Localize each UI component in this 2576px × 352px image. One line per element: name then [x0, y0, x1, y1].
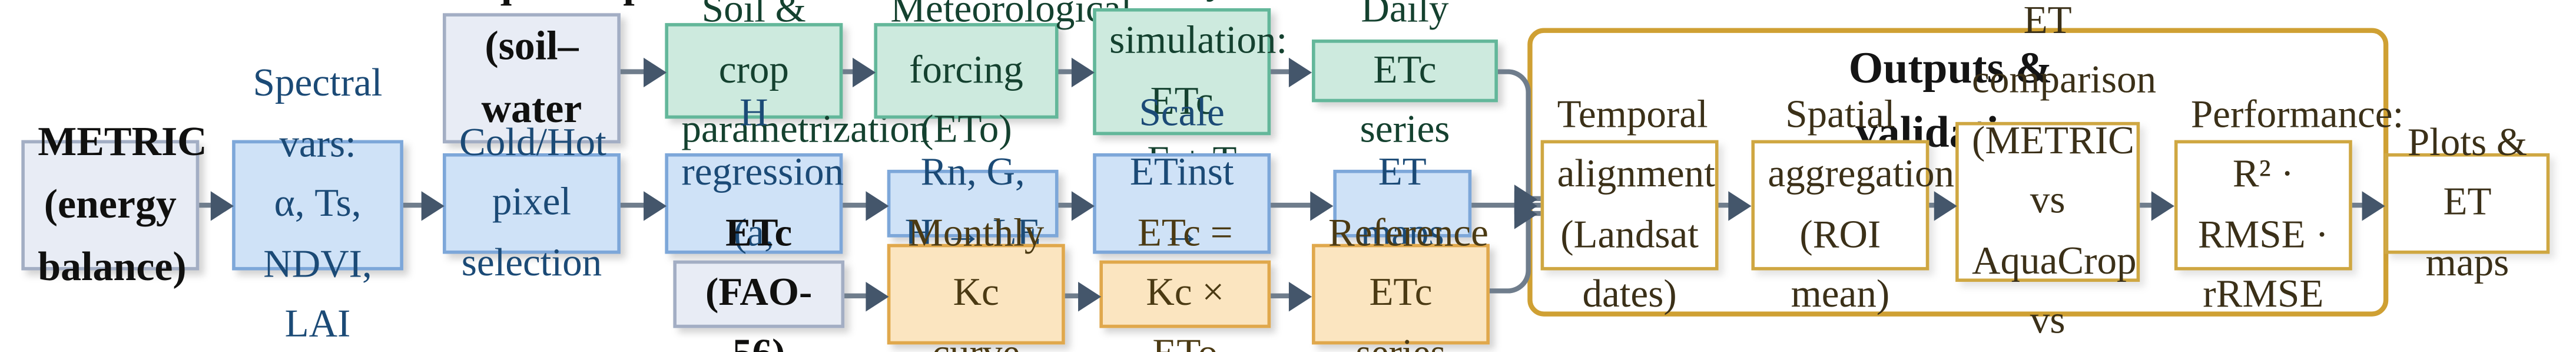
arrowhead — [1078, 282, 1102, 312]
arrowhead — [866, 282, 889, 312]
node-label: ETc (FAO-56) — [705, 212, 813, 352]
arrowhead — [2362, 191, 2385, 221]
node-daily-etc-series[interactable]: Daily ETc series — [1312, 0, 1498, 152]
arrowhead — [1934, 191, 1957, 221]
node-label: ETc = Kc × ETo — [1137, 212, 1233, 352]
arrowhead — [1310, 191, 1334, 221]
arrowhead — [644, 191, 667, 221]
arrow-etmaps-to-outputs — [1471, 202, 1541, 208]
arrow-meteo-to-dailysim — [1058, 69, 1082, 74]
arrowhead — [1071, 191, 1095, 221]
arrowhead — [1728, 191, 1752, 221]
node-fao-model[interactable]: ETc (FAO-56) — [673, 212, 845, 352]
arrow-etcomparison-to-performance — [2140, 202, 2160, 208]
arrow-hregression-to-rnghle — [843, 202, 876, 208]
arrow-dailysim-to-dailyetc — [1271, 69, 1301, 74]
arrow-aquacrop-to-soilcrop — [620, 69, 652, 74]
arrow-fao-to-monthlykc — [844, 293, 876, 298]
arrow-coldhot-to-hregression — [620, 202, 652, 208]
node-rn-g-h-le[interactable]: Rn, G, H → LE — [887, 152, 1059, 255]
arrowhead — [866, 191, 889, 221]
arrowhead — [1071, 57, 1095, 88]
node-label: Spectral vars:α, Ts, NDVI,LAI — [253, 63, 383, 347]
arrowhead — [644, 57, 667, 88]
arrowhead — [421, 191, 445, 221]
node-monthly-kc-curve[interactable]: Monthly Kccurve — [887, 212, 1065, 352]
elbow-dailyetc-down — [1497, 69, 1531, 200]
arrow-temporal-to-spatial — [1718, 202, 1737, 208]
arrowhead — [1288, 57, 1312, 88]
arrow-rnghle-to-scaleetinst — [1058, 202, 1082, 208]
node-label: Monthly Kccurve — [908, 212, 1045, 352]
node-label: Daily ETc series — [1360, 0, 1450, 152]
arrowhead — [1514, 199, 1538, 229]
node-performance-metrics[interactable]: Performance:R² · RMSE ·rRMSE — [2174, 93, 2403, 317]
arrow-etckceto-to-referenceetc — [1271, 293, 1301, 298]
node-daily-simulation-etc[interactable]: Dailysimulation: ETc= E + Tr — [1093, 0, 1287, 183]
arrowhead — [210, 191, 234, 221]
elbow-referenceetc-up — [1489, 210, 1531, 294]
arrow-monthlykc-to-etckceto — [1065, 293, 1088, 298]
node-etc-kc-eto[interactable]: ETc = Kc × ETo — [1099, 212, 1271, 352]
arrow-spectral-to-coldhot — [403, 202, 432, 208]
arrowhead — [853, 57, 876, 88]
node-spectral-vars[interactable]: Spectral vars:α, Ts, NDVI,LAI — [232, 63, 403, 347]
arrowhead — [1288, 282, 1312, 312]
arrow-scaleetinst-to-etmaps — [1271, 202, 1322, 208]
node-label: Performance:R² · RMSE ·rRMSE — [2190, 93, 2404, 317]
arrow-metric-to-spectral — [199, 202, 221, 208]
arrowhead — [2151, 191, 2174, 221]
